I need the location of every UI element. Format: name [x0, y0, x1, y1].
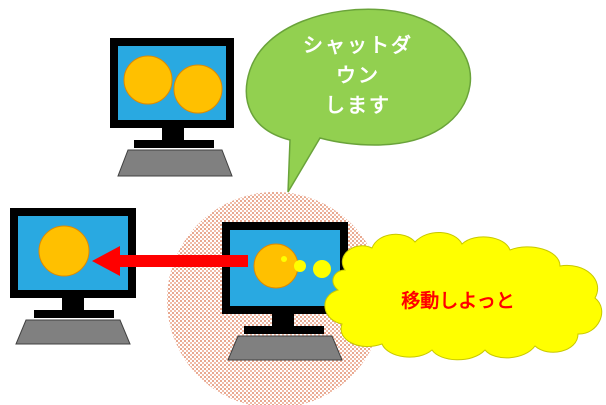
- keyboard-base: [15, 319, 131, 345]
- process-circle-small: [313, 260, 331, 278]
- thought-cloud: 移動しよっと: [324, 232, 603, 361]
- bubble-line-2: ウン: [336, 63, 380, 87]
- process-circle: [173, 64, 223, 114]
- monitor-stand: [62, 298, 84, 310]
- computer-middle: [222, 222, 348, 361]
- monitor-stand: [272, 314, 294, 326]
- speech-bubble: シャットダ ウン します: [245, 8, 472, 193]
- cloud-label: 移動しよっと: [401, 289, 514, 312]
- monitor-stand-foot: [34, 310, 114, 318]
- monitor-stand: [162, 128, 184, 140]
- process-dot: [281, 256, 287, 262]
- bubble-line-3: します: [325, 93, 391, 117]
- process-circle-small: [294, 260, 306, 272]
- computer-top: [110, 38, 234, 177]
- process-circle: [253, 243, 299, 289]
- monitor-stand-foot: [244, 326, 324, 334]
- keyboard-base: [117, 149, 233, 177]
- migration-arrow: [92, 246, 248, 276]
- computer-left: [10, 208, 136, 345]
- bubble-line-1: シャットダ: [303, 33, 413, 57]
- monitor-stand-foot: [134, 140, 214, 148]
- process-circle: [123, 55, 173, 105]
- keyboard-base: [227, 335, 343, 361]
- process-circle: [38, 225, 90, 277]
